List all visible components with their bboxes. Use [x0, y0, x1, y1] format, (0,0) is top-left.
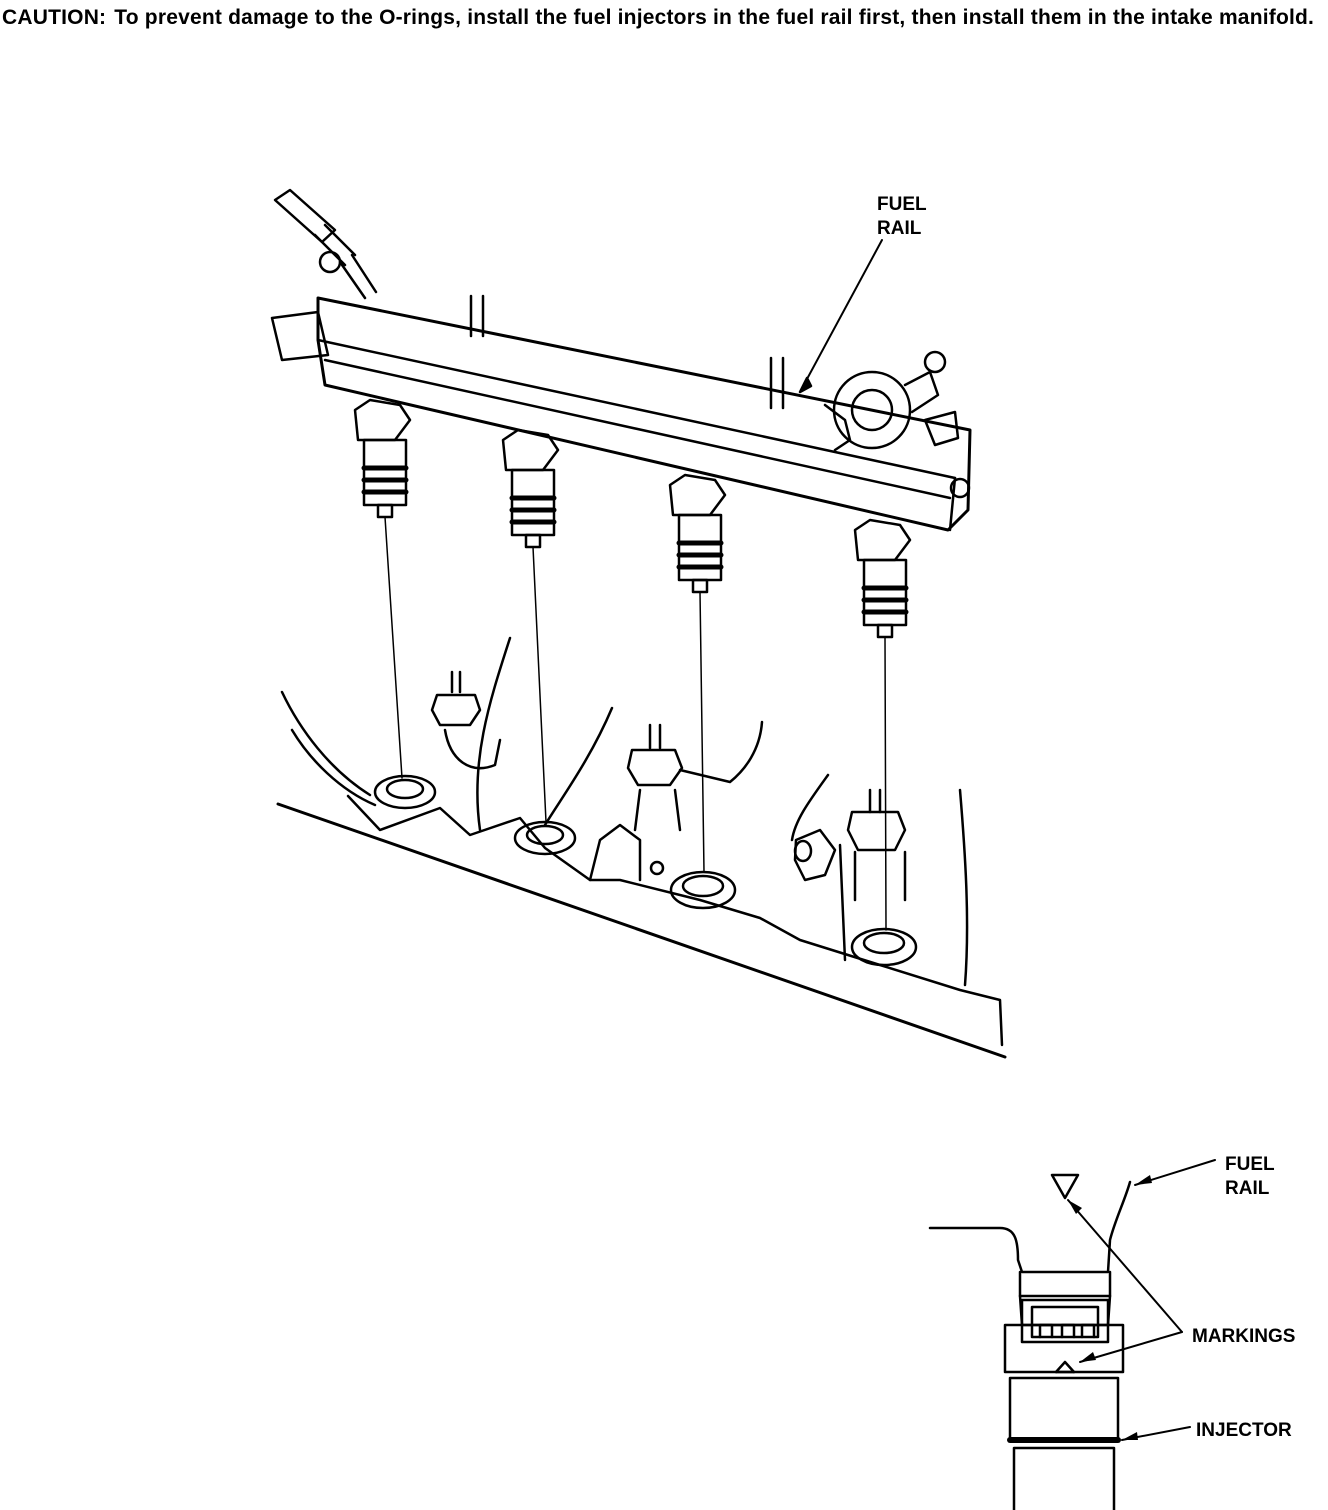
manifold-stud-3 — [846, 788, 907, 902]
fuel-rail-studs — [469, 294, 785, 410]
manifold-port-4 — [850, 927, 918, 967]
detail-injector — [1003, 1294, 1125, 1510]
upper-figure — [270, 188, 1007, 1059]
manifold-port-1 — [373, 774, 437, 810]
fuel-rail-label-line2: RAIL — [877, 218, 922, 239]
injector-label: INJECTOR — [1196, 1420, 1292, 1441]
fuel-rail-leader — [799, 239, 883, 393]
caution-note: CAUTION: To prevent damage to the O-rings… — [2, 0, 1326, 36]
caution-label: CAUTION: — [2, 6, 107, 29]
fuel-feed-pipe — [273, 188, 378, 300]
injector-4 — [853, 518, 912, 639]
injector-2 — [501, 428, 560, 549]
manifold-port-2 — [513, 820, 577, 856]
caution-text: To prevent damage to the O-rings, instal… — [114, 6, 1315, 29]
injector-alignment-marking — [1054, 1360, 1076, 1374]
pressure-regulator — [823, 350, 960, 452]
injector-1 — [353, 398, 412, 519]
detail-fuel-rail-label-line2: RAIL — [1225, 1178, 1270, 1199]
markings-label: MARKINGS — [1192, 1326, 1295, 1347]
fuel-rail — [270, 296, 972, 532]
fuel-rail-arrowhead — [798, 376, 813, 394]
alignment-lines — [384, 516, 887, 931]
fuel-rail-label-line1: FUEL — [877, 194, 927, 215]
rail-alignment-marking — [1050, 1173, 1080, 1200]
detail-arrowheads — [1068, 1175, 1152, 1440]
detail-fuel-rail — [928, 1180, 1132, 1298]
manifold-sensor — [793, 828, 837, 882]
injector-3 — [668, 473, 727, 594]
detail-fuel-rail-label-line1: FUEL — [1225, 1154, 1275, 1175]
manifold-stud-1 — [430, 670, 502, 770]
manifold-port-3 — [669, 870, 737, 910]
intake-manifold — [276, 636, 1007, 1059]
detail-figure — [928, 1159, 1216, 1510]
manifold-stud-2 — [626, 723, 684, 832]
